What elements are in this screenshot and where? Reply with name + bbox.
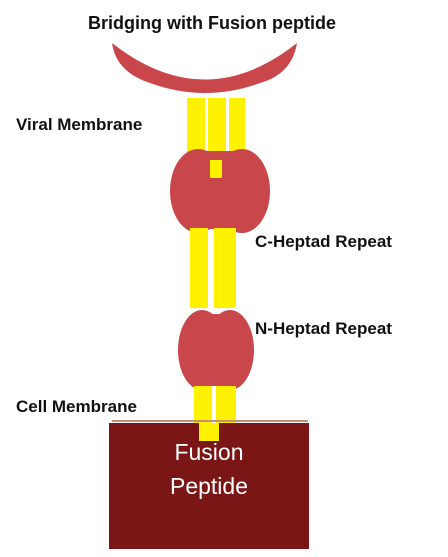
label-cell-membrane: Cell Membrane — [16, 398, 137, 415]
n-heptad-domain-center — [202, 314, 230, 386]
helix-mid-left — [190, 228, 208, 308]
diagram-title: Bridging with Fusion peptide — [88, 14, 336, 32]
label-viral-membrane: Viral Membrane — [16, 116, 142, 133]
bridging-crescent — [112, 43, 297, 93]
fusion-peptide-line-2: Peptide — [109, 469, 309, 503]
fusion-peptide-label: Fusion Peptide — [109, 435, 309, 503]
helix-mid-right — [214, 228, 236, 308]
label-n-heptad-repeat: N-Heptad Repeat — [255, 320, 392, 337]
helix-tip-c — [210, 160, 222, 178]
fusion-peptide-line-1: Fusion — [109, 435, 309, 469]
label-c-heptad-repeat: C-Heptad Repeat — [255, 233, 392, 250]
